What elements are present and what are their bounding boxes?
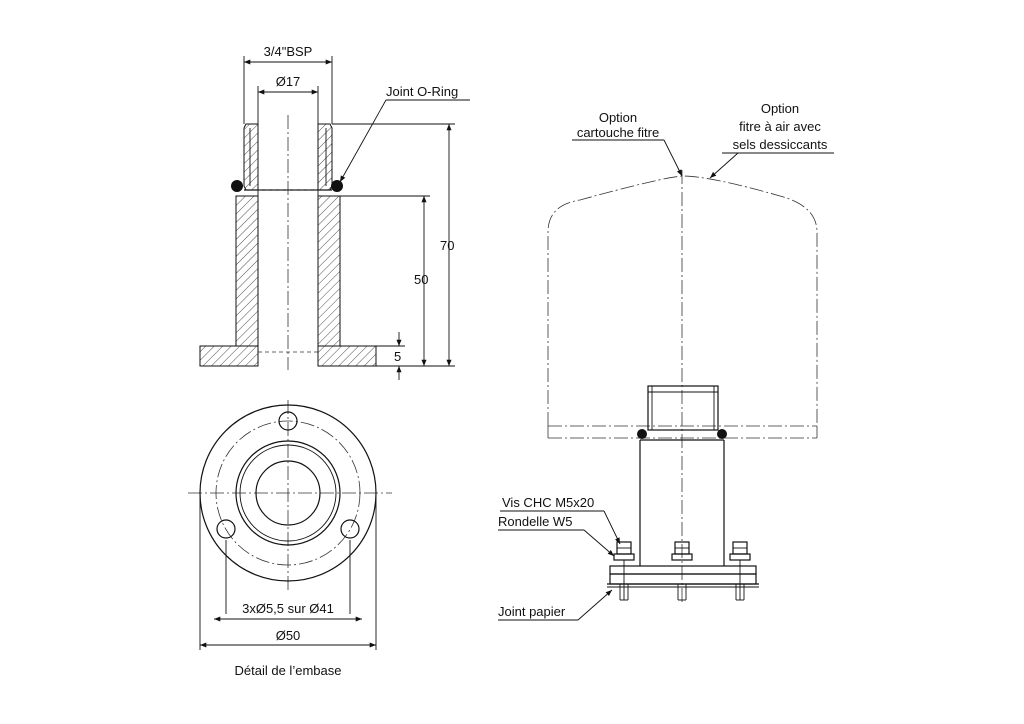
screw-right xyxy=(729,541,751,601)
assembly-oring-left xyxy=(637,429,647,439)
flange-thickness-label: 5 xyxy=(394,349,401,364)
oring-right xyxy=(331,180,343,192)
assembly-view: Option cartouche fitre Option fitre à ai… xyxy=(498,101,834,621)
option1-line1: Option xyxy=(599,110,637,125)
option2-line3: sels dessiccants xyxy=(733,137,828,152)
option1-line2: cartouche fitre xyxy=(577,125,659,140)
plan-view: 3xØ5,5 sur Ø41 Ø50 Détail de l’embase xyxy=(188,400,392,678)
bolt-hole-top xyxy=(278,411,298,431)
option2-line1: Option xyxy=(761,101,799,116)
bolt-hole-left xyxy=(216,519,236,539)
screw-middle xyxy=(671,541,693,601)
height-tube-label: 50 xyxy=(414,272,428,287)
oring-label: Joint O-Ring xyxy=(386,84,458,99)
bolt-hole-right xyxy=(340,519,360,539)
screw-label: Vis CHC M5x20 xyxy=(502,495,594,510)
gasket-label: Joint papier xyxy=(498,604,566,619)
height-total-label: 70 xyxy=(440,238,454,253)
plan-caption: Détail de l’embase xyxy=(235,663,342,678)
thread-label: 3/4"BSP xyxy=(264,44,313,59)
assembly-oring-right xyxy=(717,429,727,439)
holes-label: 3xØ5,5 sur Ø41 xyxy=(242,601,334,616)
section-view: 3/4"BSP Ø17 Joint O-Ring 70 50 5 xyxy=(199,44,470,380)
outer-diameter-label: Ø50 xyxy=(276,628,301,643)
screw-left xyxy=(613,541,635,601)
washer-label: Rondelle W5 xyxy=(498,514,572,529)
oring-left xyxy=(231,180,243,192)
option2-line2: fitre à air avec xyxy=(739,119,821,134)
bore-label: Ø17 xyxy=(276,74,301,89)
